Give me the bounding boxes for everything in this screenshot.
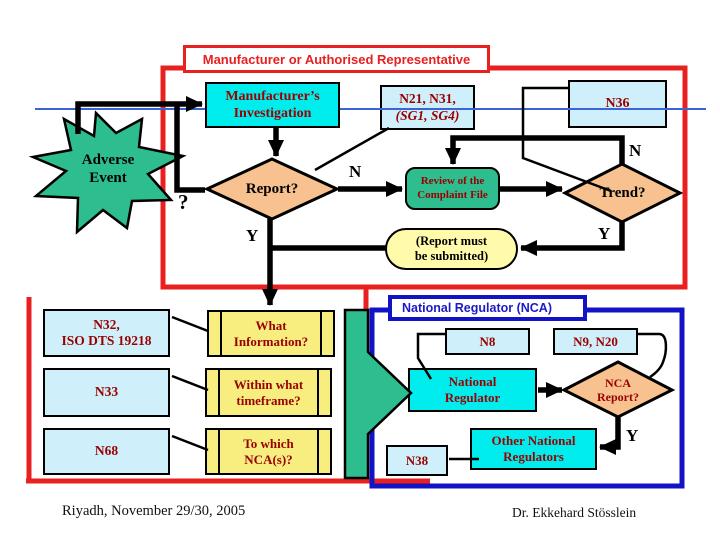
manufacturer-section-title: Manufacturer or Authorised Representativ… bbox=[183, 45, 490, 73]
n32-line2: ISO DTS 19218 bbox=[61, 333, 152, 348]
n33-box: N33 bbox=[43, 368, 170, 417]
nca-report-line1: NCA bbox=[605, 375, 631, 390]
trend-decision-text: Trend? bbox=[599, 185, 646, 201]
n9-n20-box: N9, N20 bbox=[553, 328, 638, 355]
n68-label: N68 bbox=[94, 443, 119, 459]
nca-report-yes-label: Y bbox=[626, 426, 639, 445]
timeframe-line1: Within what bbox=[233, 376, 304, 392]
report-yes-label: Y bbox=[246, 226, 259, 245]
n36-label: N36 bbox=[605, 96, 630, 112]
callout-n32-to-what bbox=[171, 315, 209, 333]
nca-section-title: National Regulator (NCA) bbox=[388, 295, 587, 321]
trend-yes-label: Y bbox=[598, 224, 611, 243]
nca-section-title-text: National Regulator (NCA) bbox=[402, 301, 552, 315]
n9-n20-label: N9, N20 bbox=[573, 333, 618, 349]
report-decision-label: Report? bbox=[207, 174, 337, 204]
n38-label: N38 bbox=[405, 452, 429, 468]
nca-report-line2: Report? bbox=[597, 390, 639, 404]
adverse-event-line1: Adverse bbox=[81, 152, 135, 168]
review-complaint-file-box: Review of the Complaint File bbox=[405, 167, 500, 210]
what-information-box: What Information? bbox=[207, 310, 335, 357]
report-no-label: N bbox=[349, 162, 362, 181]
timeframe-box: Within what timeframe? bbox=[205, 368, 332, 417]
callout-n68-to-towhich bbox=[171, 434, 209, 452]
n8-label: N8 bbox=[479, 333, 496, 349]
towhich-line2: NCA(s)? bbox=[244, 451, 293, 467]
towhich-line1: To which bbox=[243, 435, 294, 451]
trend-decision-label: Trend? bbox=[565, 178, 680, 208]
review-line1: Review of the bbox=[420, 175, 485, 188]
trend-no-label: N bbox=[629, 141, 642, 160]
n21-line1: N21, N31, bbox=[399, 91, 456, 107]
edge-trend-n-to-review bbox=[445, 135, 625, 165]
timeframe-line2: timeframe? bbox=[236, 392, 301, 408]
nca-report-decision-label: NCA Report? bbox=[564, 366, 672, 414]
question-mark-label: ? bbox=[178, 190, 189, 214]
what-line1: What bbox=[255, 317, 287, 333]
edge-adverse-to-investigation bbox=[75, 96, 203, 134]
note-line1: (Report must bbox=[415, 233, 488, 248]
n68-box: N68 bbox=[43, 428, 170, 475]
n32-line1: N32, bbox=[93, 316, 120, 332]
note-line2: be submitted) bbox=[414, 249, 489, 263]
n38-box: N38 bbox=[386, 445, 448, 476]
other-national-regulators-box: Other National Regulators bbox=[470, 428, 597, 470]
n33-label: N33 bbox=[94, 384, 119, 400]
n8-box: N8 bbox=[445, 328, 530, 355]
regulator-line2: Regulator bbox=[444, 390, 501, 405]
n36-box: N36 bbox=[568, 80, 667, 128]
report-decision-text: Report? bbox=[245, 181, 299, 197]
other-line2: Regulators bbox=[503, 449, 564, 464]
n21-line2: (SG1, SG4) bbox=[395, 107, 460, 123]
regulator-line1: National bbox=[448, 374, 497, 390]
adverse-event-line2: Event bbox=[89, 170, 127, 186]
national-regulator-box: National Regulator bbox=[408, 368, 537, 412]
review-line2: Complaint File bbox=[417, 188, 488, 201]
report-must-be-submitted-note: (Report must be submitted) bbox=[385, 228, 518, 270]
to-which-nca-box: To which NCA(s)? bbox=[205, 428, 332, 475]
footer-author: Dr. Ekkehard Stösslein bbox=[512, 505, 637, 520]
manufacturers-investigation-box: Manufacturer’s Investigation bbox=[205, 82, 340, 128]
other-line1: Other National bbox=[491, 433, 576, 449]
investigation-line2: Investigation bbox=[233, 106, 312, 121]
what-line2: Information? bbox=[233, 333, 309, 349]
adverse-event-label: Adverse Event bbox=[33, 142, 183, 196]
manufacturer-section-title-text: Manufacturer or Authorised Representativ… bbox=[202, 51, 471, 67]
n32-iso-box: N32, ISO DTS 19218 bbox=[43, 309, 170, 357]
n21-n31-box: N21, N31, (SG1, SG4) bbox=[380, 85, 475, 130]
investigation-line1: Manufacturer’s bbox=[225, 88, 320, 104]
footer-location-date: Riyadh, November 29/30, 2005 bbox=[62, 503, 246, 519]
callout-n33-to-timeframe bbox=[171, 374, 209, 392]
edge-ncareport-y-to-other bbox=[599, 416, 621, 455]
